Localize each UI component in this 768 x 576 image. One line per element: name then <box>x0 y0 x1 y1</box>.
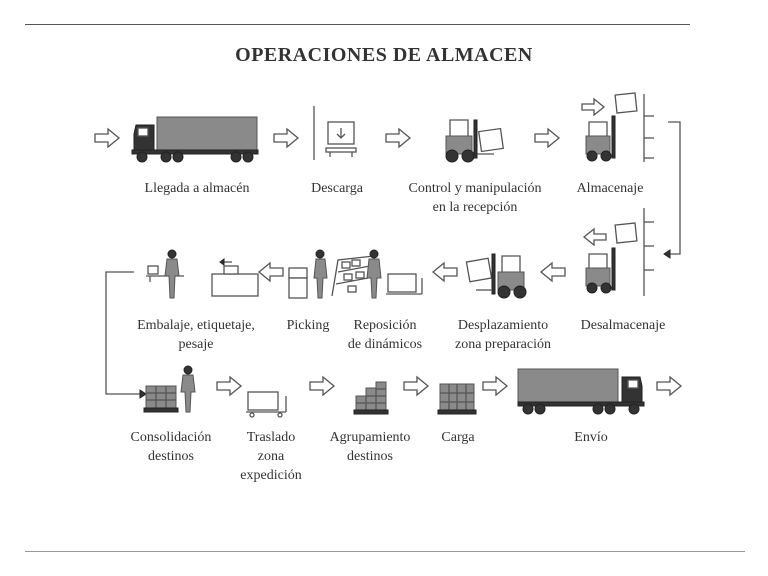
arrow-right-icon <box>94 128 120 148</box>
truck-icon <box>130 112 260 166</box>
step-label-reposicion: Reposición de dinámicos <box>340 316 430 354</box>
step-label-line: en la recepción <box>390 198 560 217</box>
step-label-llegada: Llegada a almacén <box>127 179 267 198</box>
bottom-rule <box>25 551 745 552</box>
step-label-line: Agrupamiento <box>320 428 420 447</box>
step-label-agrupamiento: Agrupamiento destinos <box>320 428 420 466</box>
arrow-right-icon <box>482 376 508 396</box>
step-label-line: expedición <box>226 466 316 485</box>
unloading-dock-icon <box>306 104 364 162</box>
arrow-left-icon <box>540 262 566 282</box>
step-label-line: pesaje <box>126 335 266 354</box>
step-label-line: Traslado <box>226 428 316 447</box>
forklift-icon <box>442 118 506 164</box>
packing-station-icon <box>144 248 258 302</box>
step-label-envio: Envío <box>556 428 626 447</box>
arrow-right-icon <box>656 376 682 396</box>
diagram-title: OPERACIONES DE ALMACEN <box>0 44 768 67</box>
picking-box-icon <box>286 266 310 300</box>
step-label-descarga: Descarga <box>292 179 382 198</box>
arrow-left-icon <box>258 262 284 282</box>
consolidation-icon <box>144 364 200 416</box>
step-label-line: destinos <box>116 447 226 466</box>
step-label-line: zona preparación <box>438 335 568 354</box>
step-label-control: Control y manipulación en la recepción <box>390 179 560 217</box>
step-label-line: Consolidación <box>116 428 226 447</box>
step-label-line: destinos <box>320 447 420 466</box>
grouped-pallets-icon <box>352 378 392 418</box>
pallet-load-icon <box>438 382 478 418</box>
arrow-right-icon <box>403 376 429 396</box>
arrow-right-icon <box>273 128 299 148</box>
step-label-traslado: Traslado zona expedición <box>226 428 316 485</box>
step-label-line: Embalaje, etiquetaje, <box>126 316 266 335</box>
truck-icon <box>516 364 646 418</box>
flow-rack-icon <box>308 248 428 302</box>
arrow-right-icon <box>216 376 242 396</box>
top-rule <box>25 24 690 25</box>
arrow-left-icon <box>432 262 458 282</box>
cart-icon <box>244 388 290 418</box>
step-label-line: Control y manipulación <box>390 179 560 198</box>
arrow-right-icon <box>309 376 335 396</box>
step-label-consolidacion: Consolidación destinos <box>116 428 226 466</box>
arrow-right-icon <box>534 128 560 148</box>
step-label-desplazamiento: Desplazamiento zona preparación <box>438 316 568 354</box>
step-label-line: zona <box>226 447 316 466</box>
step-label-picking: Picking <box>278 316 338 335</box>
step-label-line: Desplazamiento <box>438 316 568 335</box>
step-label-carga: Carga <box>428 428 488 447</box>
forklift-icon <box>464 246 528 300</box>
step-label-line: Reposición <box>340 316 430 335</box>
step-label-almacenaje: Almacenaje <box>565 179 655 198</box>
step-label-embalaje: Embalaje, etiquetaje, pesaje <box>126 316 266 354</box>
step-label-desalmacenaje: Desalmacenaje <box>568 316 678 335</box>
arrow-right-icon <box>385 128 411 148</box>
retrieval-rack-icon <box>580 206 680 298</box>
step-label-line: de dinámicos <box>340 335 430 354</box>
